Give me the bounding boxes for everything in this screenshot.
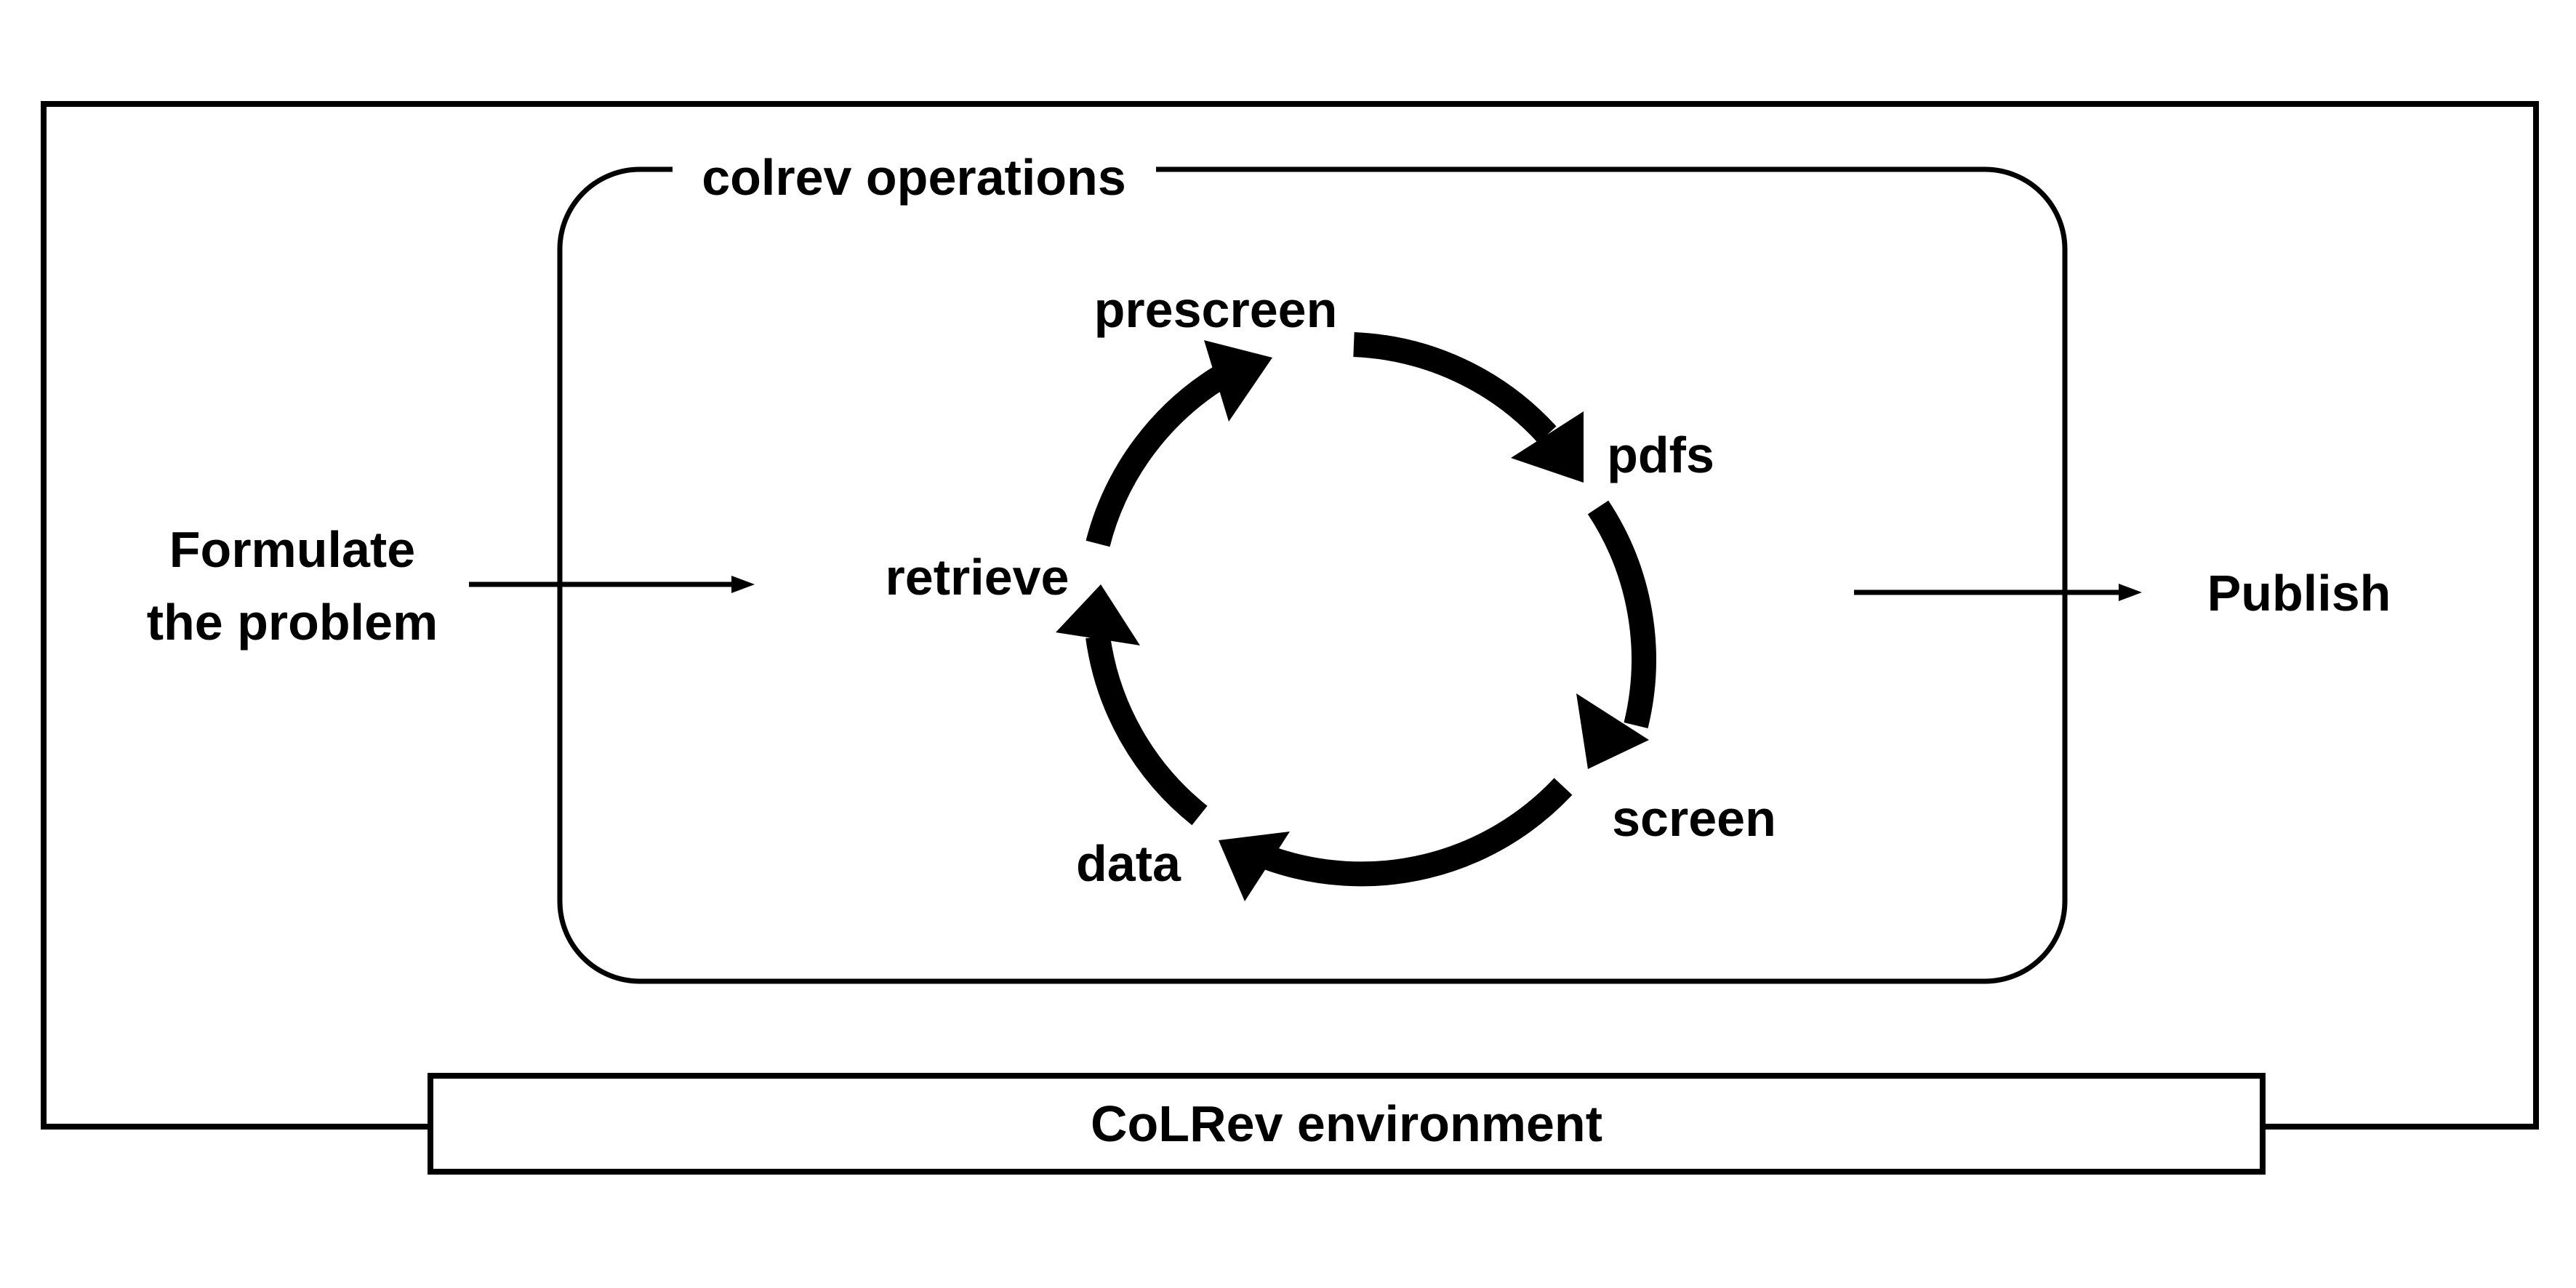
step-data: data	[1076, 835, 1181, 892]
environment-box	[428, 1073, 2266, 1175]
arc-data-to-retrieve	[1086, 635, 1208, 826]
formulate-label-line2: the problem	[147, 594, 438, 651]
environment-label: CoLRev environment	[1091, 1095, 1602, 1152]
formulate-label-line1: Formulate	[169, 521, 415, 578]
output-arrow-head	[2119, 584, 2142, 601]
arc-pdfs-to-screen	[1587, 500, 1656, 729]
arc-retrieve-to-prescreen	[1086, 363, 1232, 547]
operations-title: colrev operations	[702, 149, 1126, 206]
operations-box	[557, 166, 2068, 984]
arrowhead-screen	[1576, 693, 1649, 769]
arrowhead-pdfs	[1511, 411, 1584, 483]
step-pdfs: pdfs	[1607, 427, 1714, 483]
arc-prescreen-to-pdfs	[1353, 332, 1557, 443]
step-prescreen: prescreen	[1094, 281, 1338, 338]
arrowhead-retrieve	[1056, 584, 1140, 645]
environment-frame	[41, 101, 2539, 1130]
publish-label: Publish	[2207, 565, 2391, 621]
input-arrow-head	[731, 576, 755, 593]
step-screen: screen	[1612, 790, 1776, 847]
step-retrieve: retrieve	[886, 549, 1070, 605]
arrowhead-prescreen	[1204, 340, 1272, 422]
arc-screen-to-data	[1264, 778, 1573, 887]
arrowhead-data	[1219, 832, 1290, 901]
